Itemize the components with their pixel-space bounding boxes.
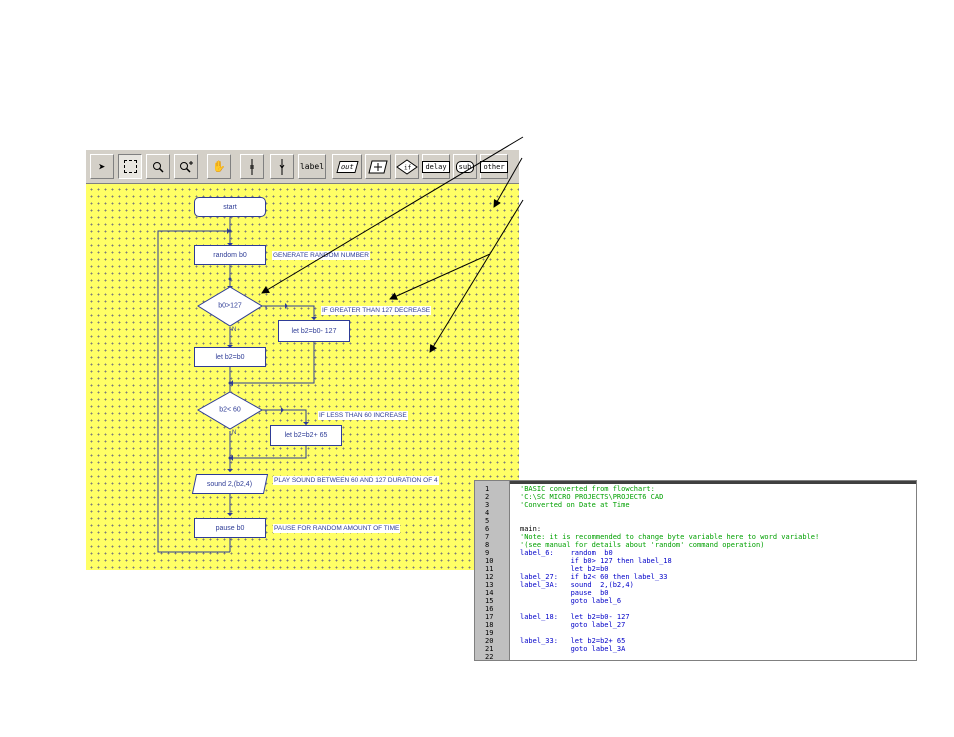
zoom-in-tool-button[interactable]: [174, 154, 198, 179]
line-number: 16: [485, 605, 494, 613]
zoom-in-icon: [180, 160, 193, 173]
toolbar: ➤ ✋ label out if delay: [86, 150, 519, 184]
line-number: 10: [485, 557, 494, 565]
wire-icon: [250, 158, 254, 175]
arrow-to-canvas: [493, 157, 523, 208]
code-line: 'C:\SC MICRO PROJECTS\PROJECT6 CAD: [520, 493, 664, 501]
line-number: 19: [485, 629, 494, 637]
if-tool-button[interactable]: if: [395, 154, 419, 179]
arrow-to-note: [389, 253, 491, 300]
pause-command-box[interactable]: pause b0: [194, 518, 266, 538]
note-less: IF LESS THAN 60 INCREASE: [318, 411, 408, 420]
wire-node-tool-button[interactable]: [270, 154, 294, 179]
flowchart-canvas[interactable]: start random b0 b0>127 let b2=b0- 127 le…: [86, 184, 519, 570]
code-line: pause b0: [520, 589, 609, 597]
zoom-icon: [153, 161, 164, 173]
other-label: other: [480, 160, 508, 173]
code-line: 'BASIC converted from flowchart:: [520, 485, 655, 493]
line-number: 15: [485, 597, 494, 605]
code-line: goto label_3A: [520, 645, 626, 653]
pan-tool-button[interactable]: ✋: [207, 154, 231, 179]
pointer-tool-button[interactable]: ➤: [90, 154, 114, 179]
line-number: 17: [485, 613, 494, 621]
let-command-box[interactable]: let b2=b0: [194, 347, 266, 367]
pointer-icon: ➤: [98, 159, 106, 174]
code-line: goto label_27: [520, 621, 626, 629]
line-number: 21: [485, 645, 494, 653]
yes-label-1: Y: [264, 306, 269, 312]
code-line: 'Note: it is recommended to change byte …: [520, 533, 820, 541]
line-number: 2: [485, 493, 490, 501]
label-tool-button[interactable]: label: [298, 154, 326, 179]
line-number: 12: [485, 573, 494, 581]
delay-label: delay: [422, 160, 450, 173]
code-line: label_3A: sound 2,(b2,4): [520, 581, 634, 589]
line-number: 13: [485, 581, 494, 589]
line-number: 4: [485, 509, 490, 517]
wire-node-icon: [279, 158, 285, 175]
random-command-box[interactable]: random b0: [194, 245, 266, 265]
line-number: 1: [485, 485, 490, 493]
subtract-command-box[interactable]: let b2=b0- 127: [278, 320, 350, 342]
no-label-2: N: [232, 430, 237, 436]
code-line: label_33: let b2=b2+ 65: [520, 637, 626, 645]
code-line: goto label_6: [520, 597, 622, 605]
note-greater: IF GREATER THAN 127 DECREASE: [321, 306, 432, 315]
code-window-top-border: [475, 481, 916, 484]
line-number: 8: [485, 541, 490, 549]
line-number: 9: [485, 549, 490, 557]
select-icon: [123, 160, 137, 173]
svg-text:if: if: [404, 164, 412, 171]
arrow-to-decision: [261, 136, 524, 294]
no-label-1: N: [232, 327, 237, 333]
decision-b2-label: b2< 60: [219, 406, 241, 414]
if-decision-icon: if: [396, 158, 418, 175]
decision-b0-label: b0>127: [218, 302, 242, 310]
in-tool-button[interactable]: [365, 154, 391, 179]
out-tool-button[interactable]: out: [332, 154, 362, 179]
line-number: 6: [485, 525, 490, 533]
line-number: 14: [485, 589, 494, 597]
note-random: GENERATE RANDOM NUMBER: [272, 251, 370, 260]
in-icon: [368, 160, 388, 173]
line-number: 11: [485, 565, 494, 573]
code-line: label_18: let b2=b0- 127: [520, 613, 630, 621]
code-line: 'Converted on Date at Time: [520, 501, 630, 509]
code-line: main:: [520, 525, 542, 533]
line-number: 22: [485, 653, 494, 661]
code-line: '(see manual for details about 'random' …: [520, 541, 765, 549]
start-terminal[interactable]: start: [194, 197, 266, 217]
select-tool-button[interactable]: [118, 154, 142, 179]
code-line: label_27: if b2< 60 then label_33: [520, 573, 668, 581]
pan-hand-icon: ✋: [212, 160, 226, 173]
zoom-tool-button[interactable]: [146, 154, 170, 179]
yes-label-2: Y: [264, 410, 269, 416]
flowchart-connectors: [157, 217, 317, 553]
line-number: 5: [485, 517, 490, 525]
code-line: let b2=b0: [520, 565, 609, 573]
code-line: if b0> 127 then label_18: [520, 557, 672, 565]
code-line: label_6: random b0: [520, 549, 613, 557]
line-number: 7: [485, 533, 490, 541]
wire-tool-button[interactable]: [240, 154, 264, 179]
note-pause: PAUSE FOR RANDOM AMOUNT OF TIME: [273, 524, 401, 533]
add-command-box[interactable]: let b2=b2+ 65: [270, 425, 342, 446]
delay-tool-button[interactable]: delay: [422, 154, 450, 179]
line-number: 18: [485, 621, 494, 629]
other-tool-button[interactable]: other: [480, 154, 508, 179]
flowchart-editor: ➤ ✋ label out if delay: [86, 150, 519, 570]
note-sound: PLAY SOUND BETWEEN 60 AND 127 DURATION O…: [273, 476, 439, 485]
line-number: 20: [485, 637, 494, 645]
line-number: 3: [485, 501, 490, 509]
arrow-to-grid: [429, 199, 524, 353]
